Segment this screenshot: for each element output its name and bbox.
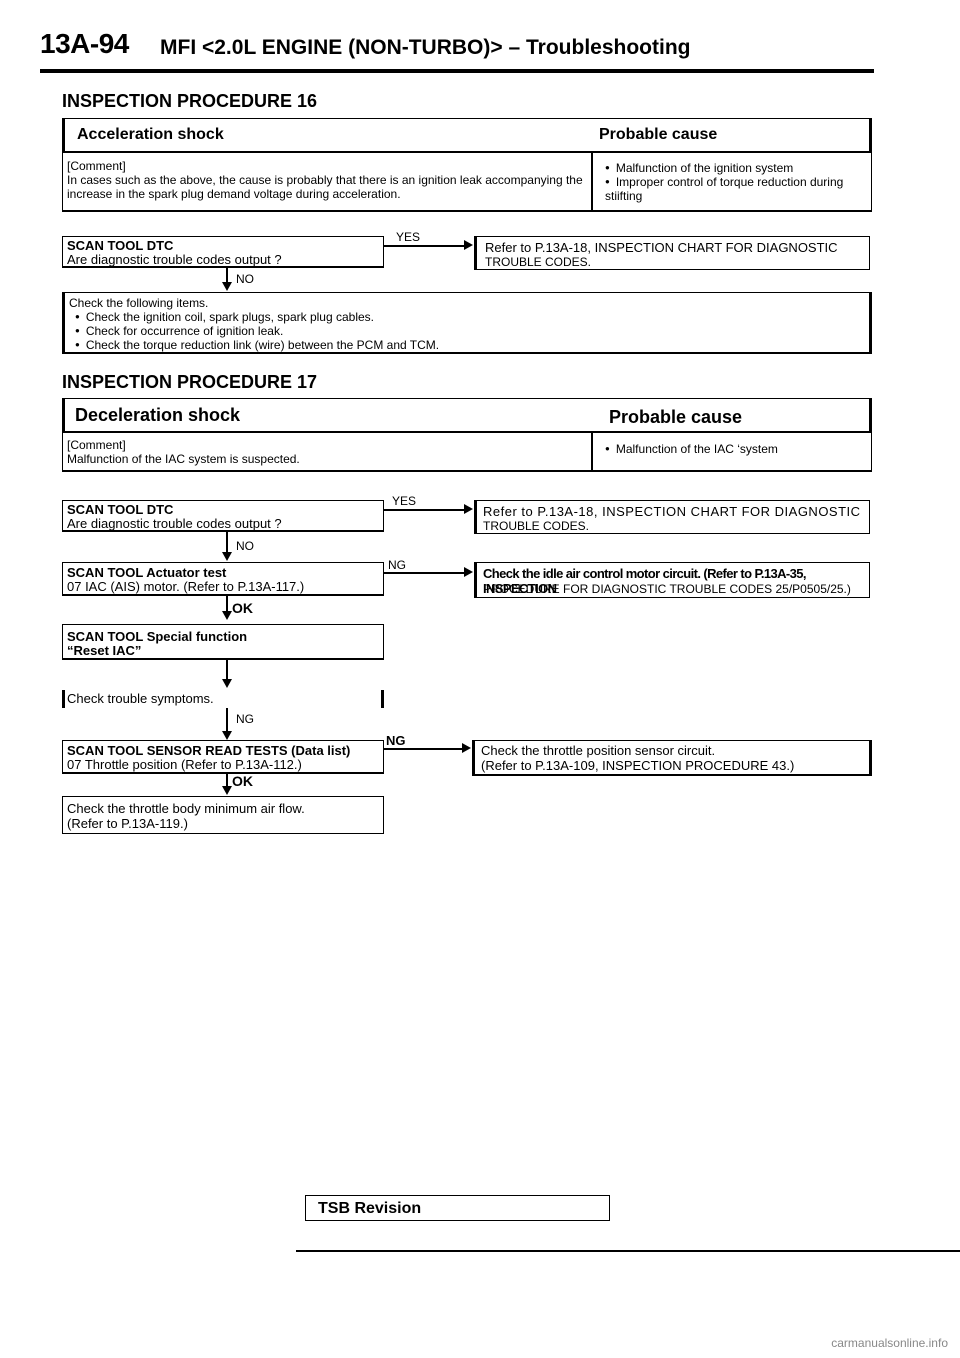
proc17-ng-line-3 <box>384 748 464 750</box>
proc17-actuator-box: SCAN TOOL Actuator test 07 IAC (AIS) mot… <box>62 562 384 596</box>
page-title: MFI <2.0L ENGINE (NON-TURBO)> – Troubles… <box>160 36 691 59</box>
proc16-comment-label: [Comment] <box>67 159 126 173</box>
proc16-yes-action-1: Refer to P.13A-18, INSPECTION CHART FOR … <box>485 240 838 255</box>
proc17-ok-line-1 <box>226 596 228 616</box>
proc16-comment-box: [Comment] In cases such as the above, th… <box>62 152 872 212</box>
proc17-tps-action-1: Check the throttle position sensor circu… <box>481 743 716 758</box>
procedure-17-title: INSPECTION PROCEDURE 17 <box>62 372 318 392</box>
proc17-no-arrow <box>222 552 232 561</box>
proc17-actuator-title: SCAN TOOL Actuator test <box>67 565 227 580</box>
proc17-yes-label: YES <box>392 494 417 508</box>
proc17-comment-box: [Comment] Malfunction of the IAC system … <box>62 432 872 472</box>
proc16-check-item-2: Check for occurrence of ignition leak. <box>69 324 439 338</box>
proc17-ng-arrow-2 <box>222 731 232 740</box>
proc17-sensor-title: SCAN TOOL SENSOR READ TESTS (Data list) <box>67 743 351 758</box>
proc17-ok-line-2 <box>226 774 228 790</box>
proc17-airflow-2: (Refer to P.13A-119.) <box>67 816 188 831</box>
proc16-dtc-box: SCAN TOOL DTC Are diagnostic trouble cod… <box>62 236 384 268</box>
proc16-yes-line <box>384 245 466 247</box>
proc16-check-list: Check the following items. Check the ign… <box>69 296 439 352</box>
proc17-special-box: SCAN TOOL Special function “Reset IAC” <box>62 624 384 660</box>
proc17-ng-action-1: Check the idle air control motor circuit… <box>483 566 807 596</box>
proc17-actuator-text: 07 IAC (AIS) motor. (Refer to P.13A-117.… <box>67 579 305 594</box>
proc17-comment-label: [Comment] <box>67 438 126 452</box>
footer-rule <box>296 1250 960 1252</box>
proc17-causes: Malfunction of the IAC ‘system <box>599 442 867 456</box>
proc17-comment: [Comment] Malfunction of the IAC system … <box>67 438 587 466</box>
proc17-ng-label-3: NG <box>386 733 406 748</box>
proc16-yes-box: Refer to P.13A-18, INSPECTION CHART FOR … <box>474 236 870 270</box>
proc16-check-item-3: Check the torque reduction link (wire) b… <box>69 338 439 352</box>
header-rule <box>40 69 874 73</box>
proc16-symptom-row: Acceleration shock Probable cause <box>62 118 872 152</box>
proc17-sensor-text: 07 Throttle position (Refer to P.13A-112… <box>67 757 302 772</box>
proc16-symptom: Acceleration shock <box>77 126 224 143</box>
proc17-check-symptoms: Check trouble symptoms. <box>67 691 214 706</box>
proc17-ng-arrow-3 <box>462 743 471 753</box>
proc17-tps-action-2: (Refer to P.13A-109, INSPECTION PROCEDUR… <box>481 758 795 773</box>
tsb-revision-box: TSB Revision <box>305 1195 610 1221</box>
proc17-ok-label-2: OK <box>232 773 253 789</box>
proc17-yes-action-1: Refer to P.13A-18, INSPECTION CHART FOR … <box>483 504 861 519</box>
proc17-no-line <box>226 532 228 558</box>
proc17-special-text: “Reset IAC” <box>67 643 142 658</box>
proc17-dtc-question: Are diagnostic trouble codes output ? <box>67 516 282 531</box>
proc17-sensor-box: SCAN TOOL SENSOR READ TESTS (Data list) … <box>62 740 384 774</box>
proc17-ng-label-1: NG <box>388 558 406 572</box>
proc17-yes-line <box>384 509 466 511</box>
watermark: carmanualsonline.info <box>831 1336 948 1350</box>
proc17-symptom-row: Deceleration shock Probable cause <box>62 398 872 432</box>
proc16-cause-1: Malfunction of the ignition system <box>599 161 867 175</box>
proc17-ng-action-2: PROCEDURE FOR DIAGNOSTIC TROUBLE CODES 2… <box>483 582 851 596</box>
proc16-causes: Malfunction of the ignition system Impro… <box>599 161 867 203</box>
proc17-cause-heading: Probable cause <box>609 407 743 427</box>
proc17-cause-1: Malfunction of the IAC ‘system <box>599 442 867 456</box>
proc17-column-divider <box>591 433 593 470</box>
proc17-ng-box-1: Check the idle air control motor circuit… <box>474 562 870 598</box>
proc16-dtc-title: SCAN TOOL DTC <box>67 238 174 253</box>
proc16-check-box: Check the following items. Check the ign… <box>62 292 872 354</box>
proc16-cause-2: Improper control of torque reduction dur… <box>599 175 867 203</box>
proc16-check-item-1: Check the ignition coil, spark plugs, sp… <box>69 310 439 324</box>
proc17-ng-line-1 <box>384 572 466 574</box>
proc17-special-line <box>226 660 228 682</box>
proc17-check-symptoms-box: Check trouble symptoms. <box>62 690 384 708</box>
proc16-comment: [Comment] In cases such as the above, th… <box>67 159 587 201</box>
proc17-yes-action-2: TROUBLE CODES. <box>483 519 590 533</box>
proc16-dtc-question: Are diagnostic trouble codes output ? <box>67 252 282 267</box>
proc17-ng-arrow-1 <box>464 567 473 577</box>
proc16-check-intro: Check the following items. <box>69 296 209 310</box>
proc17-yes-arrow <box>464 504 473 514</box>
proc17-symptom: Deceleration shock <box>75 405 241 425</box>
page-code: 13A-94 <box>40 28 129 59</box>
proc17-yes-box: Refer to P.13A-18, INSPECTION CHART FOR … <box>474 500 870 534</box>
proc16-yes-label: YES <box>396 230 421 244</box>
proc17-ok-label-1: OK <box>232 600 253 616</box>
proc17-airflow-1: Check the throttle body minimum air flow… <box>67 801 305 816</box>
proc17-ng-line-2 <box>226 708 228 736</box>
proc16-no-line <box>226 268 228 288</box>
proc17-ok-arrow-1 <box>222 611 232 620</box>
proc16-no-label: NO <box>236 272 254 286</box>
proc17-special-arrow <box>222 679 232 688</box>
proc17-ng-label-2: NG <box>236 712 254 726</box>
proc16-yes-action-2: TROUBLE CODES. <box>485 255 592 269</box>
proc17-no-label: NO <box>236 539 254 553</box>
proc17-special-title: SCAN TOOL Special function <box>67 629 248 644</box>
proc16-no-arrow <box>222 282 232 291</box>
proc16-yes-arrow <box>464 240 473 250</box>
proc16-comment-text: In cases such as the above, the cause is… <box>67 173 583 201</box>
proc17-tps-box: Check the throttle position sensor circu… <box>472 740 872 776</box>
procedure-16-title: INSPECTION PROCEDURE 16 <box>62 91 318 111</box>
proc16-cause-heading: Probable cause <box>599 126 718 143</box>
proc16-column-divider <box>591 153 593 210</box>
proc17-dtc-box: SCAN TOOL DTC Are diagnostic trouble cod… <box>62 500 384 532</box>
proc17-airflow-box: Check the throttle body minimum air flow… <box>62 796 384 834</box>
proc17-ok-arrow-2 <box>222 786 232 795</box>
proc17-comment-text: Malfunction of the IAC system is suspect… <box>67 452 300 466</box>
proc17-dtc-title: SCAN TOOL DTC <box>67 502 174 517</box>
